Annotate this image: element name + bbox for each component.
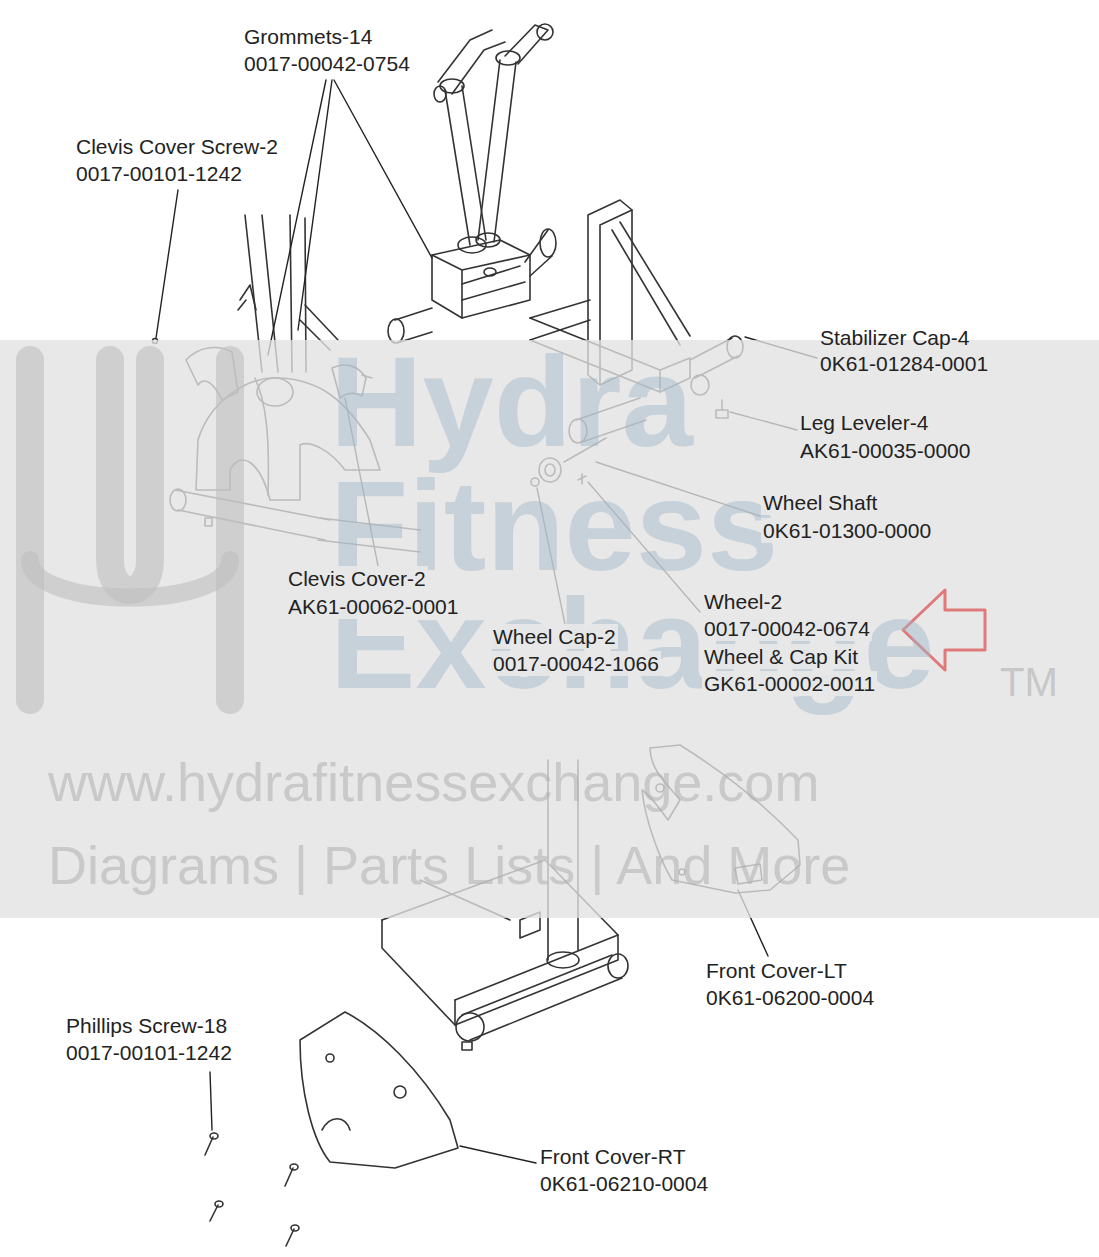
part-number: 0K61-06210-0004 [538,1171,710,1196]
part-name: Clevis Cover-2 [286,566,428,591]
part-number: 0017-00042-0754 [242,51,412,76]
part-name: Leg Leveler-4 [798,410,930,435]
part-number: 0017-00101-1242 [64,1040,234,1065]
part-name: Clevis Cover Screw-2 [74,134,280,159]
watermark-text: www.hydrafitnessexchange.com [48,755,819,809]
part-number: AK61-00035-0000 [798,438,972,463]
part-name: Wheel & Cap Kit [702,644,860,669]
part-name: Stabilizer Cap-4 [818,325,971,350]
part-name: Front Cover-LT [704,958,849,983]
part-number: GK61-00002-0011 [702,671,877,696]
part-number: 0017-00042-0674 [702,616,872,641]
part-number: 0017-00042-1066 [491,651,661,676]
part-name: Grommets-14 [242,24,374,49]
part-number: AK61-00062-0001 [286,594,460,619]
part-name: Phillips Screw-18 [64,1013,229,1038]
part-number: 0K61-01300-0000 [761,518,933,543]
upper-frame [388,24,556,343]
watermark-logo [30,360,230,700]
part-name: Wheel-2 [702,589,784,614]
part-name: Wheel Shaft [761,490,879,515]
part-name: Front Cover-RT [538,1144,687,1169]
part-number: 0K61-01284-0001 [818,351,990,376]
part-number: 0017-00101-1242 [74,161,244,186]
part-number: 0K61-06200-0004 [704,985,876,1010]
watermark-text: Hydra [330,338,693,466]
watermark-text: TM [1000,662,1058,702]
screws [205,1133,299,1246]
watermark-text: Diagrams | Parts Lists | And More [48,838,850,892]
part-name: Wheel Cap-2 [491,624,618,649]
